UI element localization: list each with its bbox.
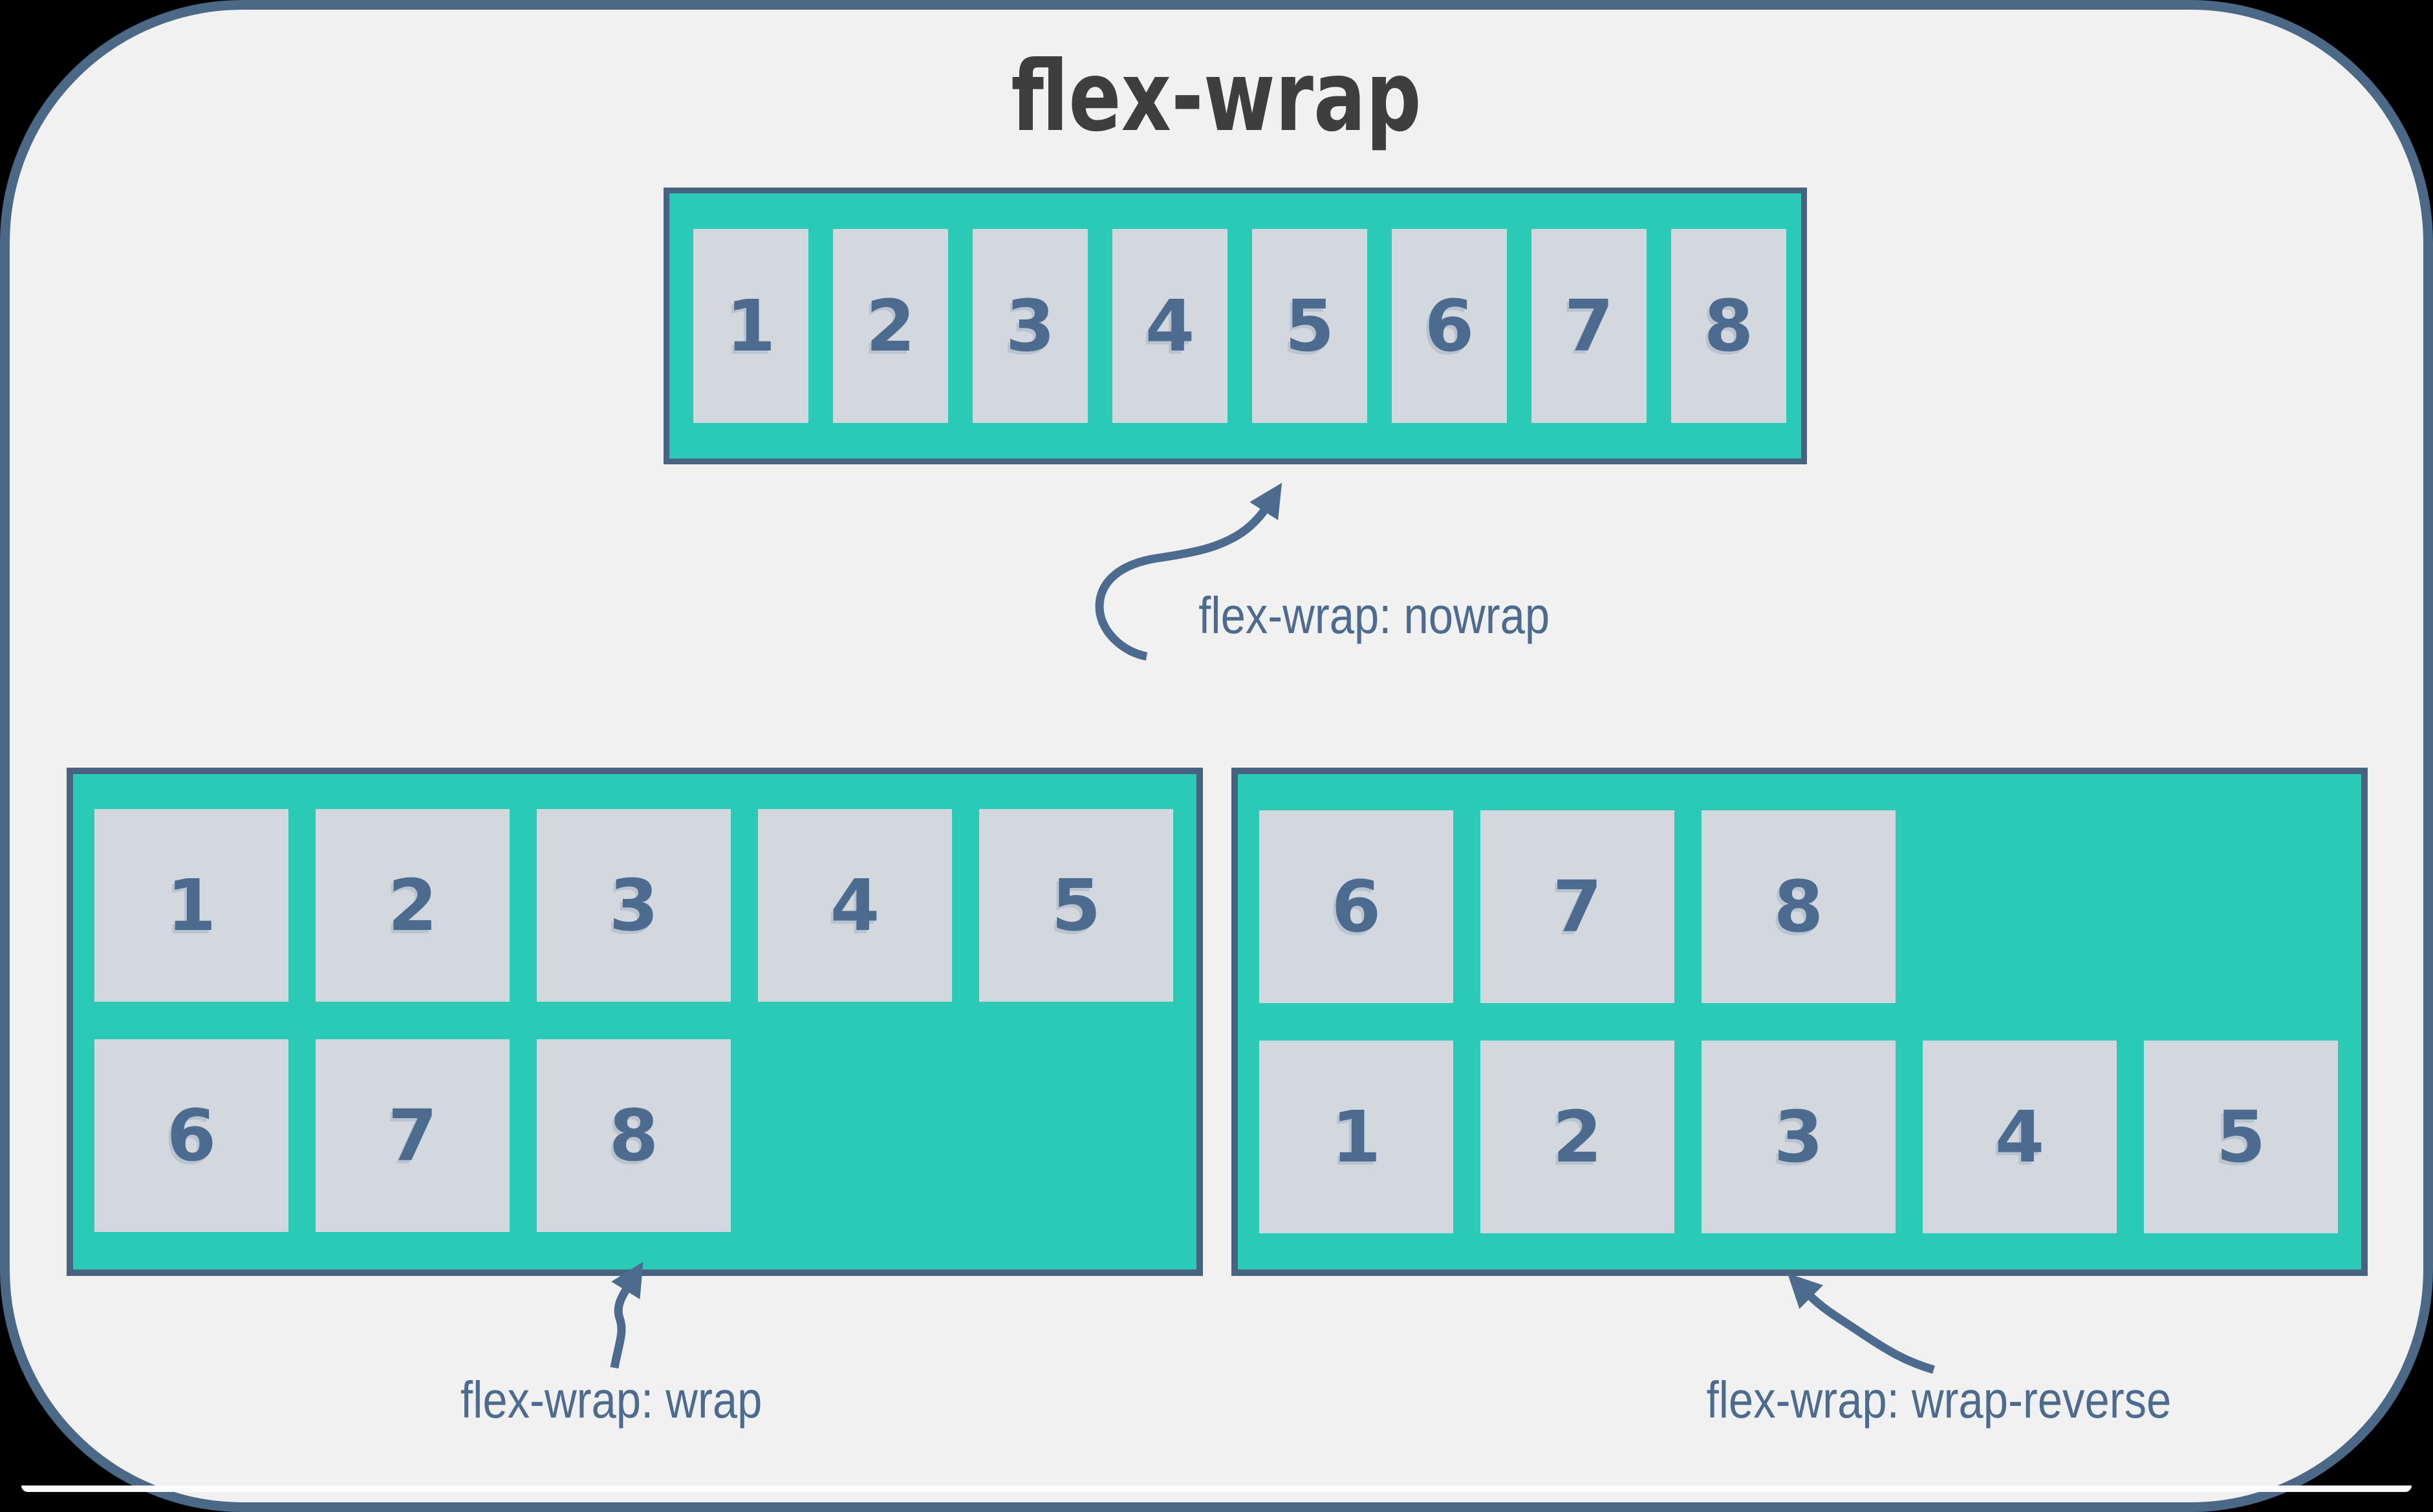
- flex-item-box: 5: [1252, 229, 1367, 423]
- flex-item-box: 7: [1480, 810, 1674, 1003]
- label-wrap-reverse: flex-wrap: wrap-reverse: [1706, 1371, 2172, 1429]
- flex-item-box: 5: [979, 809, 1173, 1002]
- page-title: flex-wrap: [0, 45, 2433, 149]
- flex-item-box: 1: [94, 809, 288, 1002]
- flex-item-box: 1: [693, 229, 808, 423]
- flex-item-box: 4: [758, 809, 952, 1002]
- page-title-text: flex-wrap: [1011, 41, 1422, 153]
- flex-item-box: 8: [1702, 810, 1896, 1003]
- flex-item-box: 6: [1392, 229, 1507, 423]
- flex-item-box: 6: [94, 1039, 288, 1232]
- flex-item-box: 7: [1531, 229, 1647, 423]
- panel-bottom-highlight: [21, 1485, 2412, 1492]
- flex-item-box: 1: [1259, 1041, 1453, 1233]
- flex-item-box: 3: [537, 809, 731, 1002]
- flex-item-box: 2: [316, 809, 510, 1002]
- flex-item-box: 4: [1923, 1041, 2117, 1233]
- flex-item-box: 2: [1480, 1041, 1674, 1233]
- flex-item-box: 4: [1112, 229, 1227, 423]
- flex-item-box: 8: [1671, 229, 1786, 423]
- flex-item-box: 2: [833, 229, 948, 423]
- flex-item-box: 7: [316, 1039, 510, 1232]
- flex-item-box: 5: [2144, 1041, 2338, 1233]
- flex-item-box: 3: [1702, 1041, 1896, 1233]
- flex-item-box: 6: [1259, 810, 1453, 1003]
- flex-item-box: 8: [537, 1039, 731, 1232]
- label-wrap: flex-wrap: wrap: [460, 1371, 762, 1429]
- label-nowrap: flex-wrap: nowrap: [1198, 587, 1550, 644]
- flex-item-box: 3: [973, 229, 1088, 423]
